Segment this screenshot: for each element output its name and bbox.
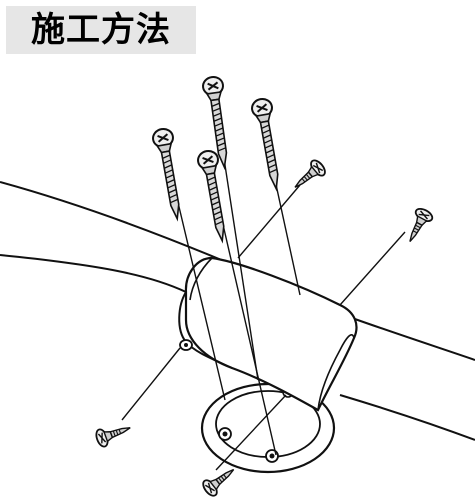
flat-head-screw-icon — [199, 461, 241, 500]
flat-head-screw-icon — [288, 156, 329, 196]
flat-head-screw-icon — [93, 418, 135, 450]
page-title: 施工方法 — [31, 10, 171, 50]
wood-screw-icon — [249, 96, 288, 192]
elbow-bracket — [178, 256, 358, 412]
wood-screw-icon — [195, 148, 234, 244]
handrail-bar-front — [0, 255, 186, 292]
wood-screw-icon — [150, 126, 189, 222]
flat-head-screw-icon — [401, 205, 436, 247]
title-background: 施工方法 — [6, 6, 196, 54]
